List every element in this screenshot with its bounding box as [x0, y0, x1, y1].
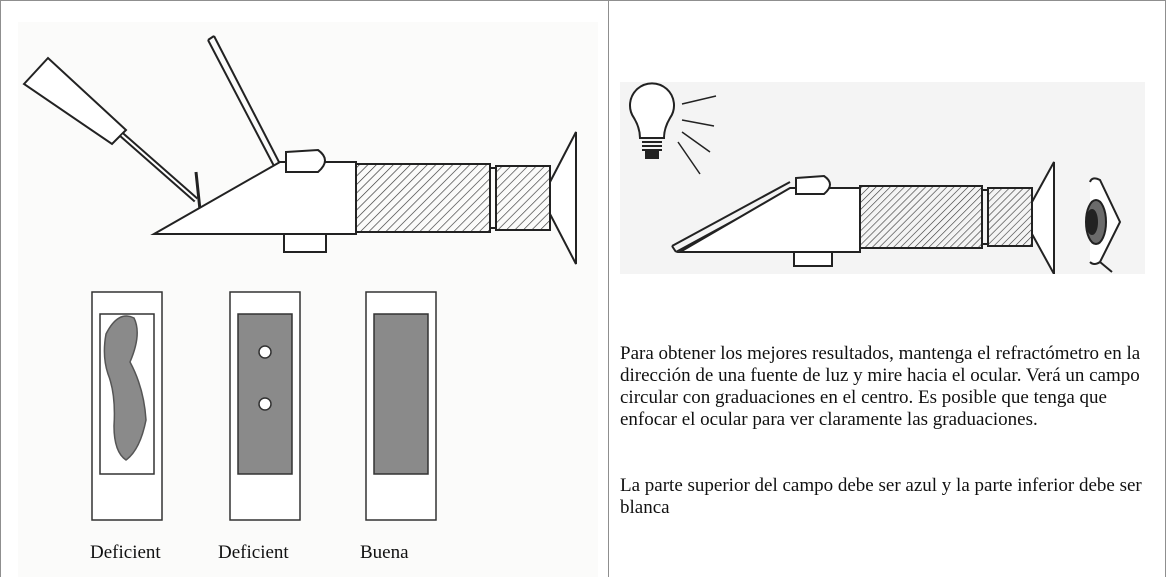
- prism-body-icon: [150, 161, 357, 235]
- slide-deficient-2: [229, 291, 301, 521]
- slide-deficient-1: [91, 291, 163, 521]
- refractometer-illustration: Deficient Deficient Buena: [18, 22, 598, 577]
- light-rays-icon: [677, 95, 717, 175]
- prism-cover-icon: [207, 35, 281, 167]
- daylight-plate-icon: [285, 148, 326, 173]
- usage-illustration: [620, 82, 1145, 274]
- adjust-knob-icon: [283, 233, 327, 253]
- slide-good: [365, 291, 437, 521]
- label-buena: Buena: [360, 542, 409, 563]
- table-border-top: [0, 0, 1166, 1]
- barrel-icon: [355, 163, 491, 233]
- eye-icon: [1085, 177, 1122, 273]
- air-bubble-icon: [258, 345, 272, 359]
- air-bubble-icon: [258, 397, 272, 411]
- focus-ring-icon: [495, 165, 551, 231]
- label-deficient-2: Deficient: [218, 542, 289, 563]
- usage-drawing: [629, 82, 1122, 274]
- spatula-icon: [22, 56, 202, 211]
- instruction-paragraph-1: Para obtener los mejores resultados, man…: [620, 343, 1141, 430]
- sample-slides: [91, 291, 437, 521]
- sample-blob-icon: [103, 315, 147, 461]
- instruction-paragraph-2: La parte superior del campo debe ser azu…: [620, 475, 1142, 518]
- table-border-left: [0, 0, 1, 577]
- refractometer-drawing: [22, 35, 577, 521]
- table-column-divider: [608, 0, 609, 577]
- label-deficient-1: Deficient: [90, 542, 161, 563]
- light-bulb-icon: [629, 82, 675, 159]
- refractometer-side-icon: [671, 161, 1055, 274]
- eyepiece-icon: [549, 131, 577, 265]
